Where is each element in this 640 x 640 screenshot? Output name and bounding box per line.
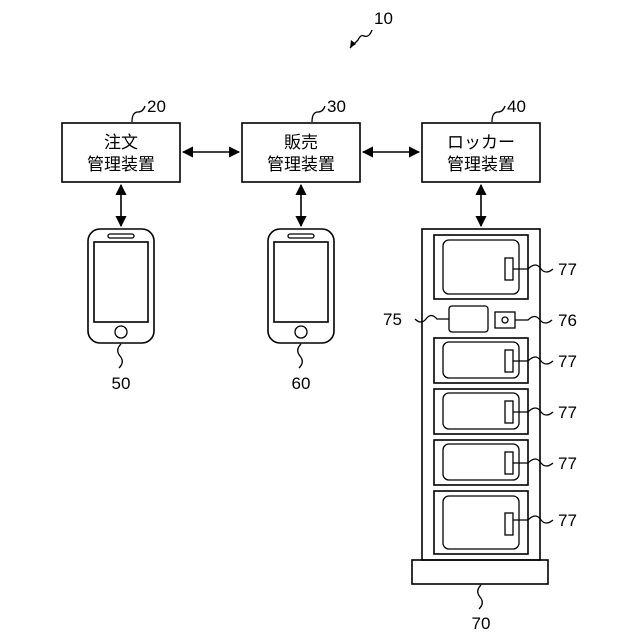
sales-ref-leader xyxy=(312,106,325,122)
locker-70: 77 77 77 77 77 75 76 70 xyxy=(383,229,577,633)
phone-screen xyxy=(94,242,148,322)
order-ref-leader xyxy=(132,106,145,122)
locker-leader xyxy=(478,585,483,609)
phone-60-leader xyxy=(298,344,303,368)
order-management-device: 注文 管理装置 20 xyxy=(62,97,180,182)
smartphone-60: 60 xyxy=(268,229,334,393)
phone-speaker xyxy=(108,234,134,238)
locker-management-device: ロッカー 管理装置 40 xyxy=(422,97,540,182)
phone-home-button xyxy=(295,326,307,338)
reader-label: 76 xyxy=(558,311,577,330)
phone-60-label: 60 xyxy=(292,374,311,393)
compartment-handle xyxy=(505,452,513,474)
compartment-window xyxy=(443,496,519,549)
figure-ref: 10 xyxy=(350,9,393,48)
sales-ref-label: 30 xyxy=(327,97,346,116)
phone-speaker xyxy=(288,234,314,238)
compartment-door xyxy=(434,491,528,554)
figure-ref-arrowhead xyxy=(350,40,356,48)
locker-cabinet xyxy=(422,229,540,560)
order-ref-label: 20 xyxy=(147,97,166,116)
reader-leader xyxy=(515,317,552,324)
compartment-label: 77 xyxy=(558,352,577,371)
order-box-line2: 管理装置 xyxy=(87,155,155,175)
card-reader xyxy=(495,312,515,328)
compartment-label: 77 xyxy=(558,454,577,473)
card-reader-lens xyxy=(502,317,508,323)
sales-box-line2: 管理装置 xyxy=(267,155,335,175)
panel-leader xyxy=(415,316,449,323)
compartment-label: 77 xyxy=(558,260,577,279)
smartphone-50: 50 xyxy=(88,229,154,393)
locker-label: 70 xyxy=(472,614,491,633)
panel-label: 75 xyxy=(383,310,402,329)
locker-box-line2: 管理装置 xyxy=(447,155,515,175)
compartment-door xyxy=(434,235,528,299)
compartment-label: 77 xyxy=(558,511,577,530)
sales-box-line1: 販売 xyxy=(284,133,318,153)
phone-screen xyxy=(274,242,328,322)
order-box-line1: 注文 xyxy=(104,133,138,153)
phone-home-button xyxy=(115,326,127,338)
figure-ref-label: 10 xyxy=(374,9,393,28)
compartment-handle xyxy=(505,513,513,535)
compartment-handle xyxy=(505,401,513,423)
phone-50-leader xyxy=(118,344,123,368)
compartment-window xyxy=(443,240,519,294)
operation-panel xyxy=(449,306,488,332)
phone-50-label: 50 xyxy=(112,374,131,393)
locker-box-line1: ロッカー xyxy=(447,133,515,153)
sales-management-device: 販売 管理装置 30 xyxy=(242,97,360,182)
locker-base xyxy=(412,560,548,584)
locker-ref-leader xyxy=(492,106,505,122)
compartment-handle xyxy=(505,258,513,280)
compartment-label: 77 xyxy=(558,403,577,422)
compartment-handle xyxy=(505,350,513,372)
locker-ref-label: 40 xyxy=(507,97,526,116)
